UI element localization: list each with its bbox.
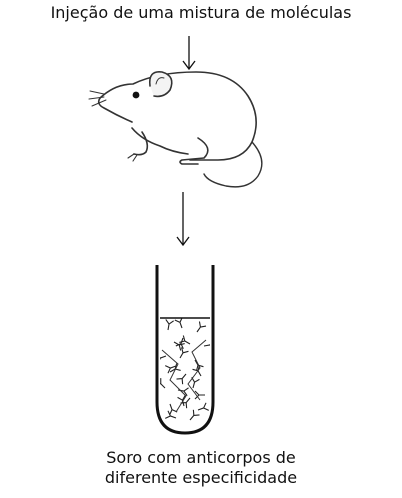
serum-label-line2: diferente especificidade [0,468,402,488]
antibody-mixture [155,317,214,433]
injection-arrow [183,36,195,69]
serum-label-line1: Soro com anticorpos de [0,448,402,468]
serum-arrow [177,192,189,245]
mouse-illustration [89,72,262,187]
test-tube [155,265,214,433]
serum-caption: Soro com anticorpos de diferente especif… [0,448,402,488]
